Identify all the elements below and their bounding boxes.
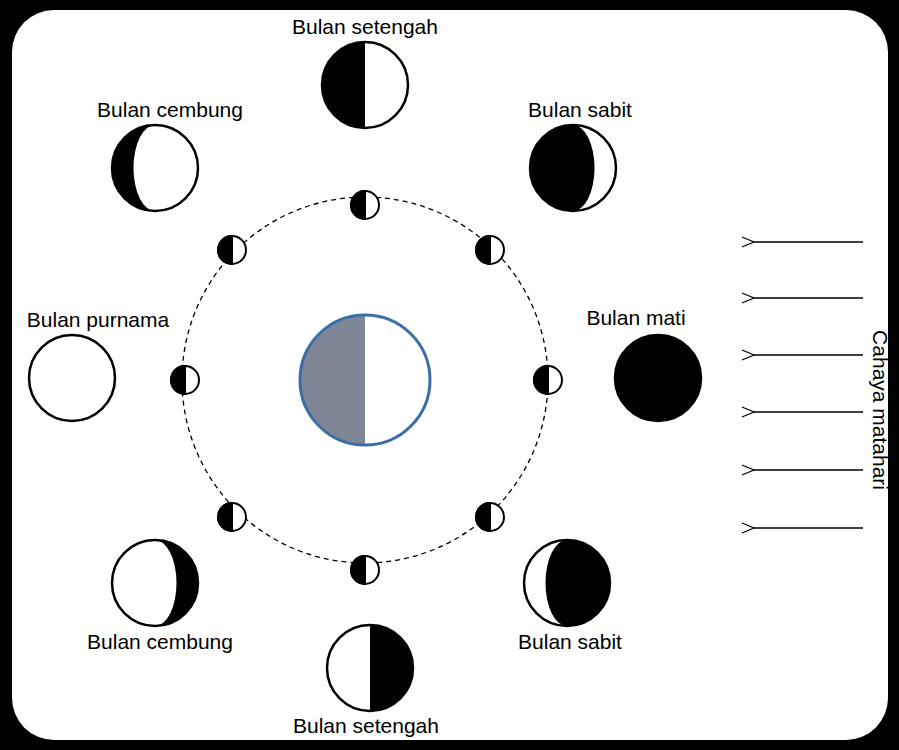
orbit-moon-shadow — [218, 503, 232, 531]
orbit-moon-shadow — [218, 236, 232, 264]
phase-label: Bulan sabit — [518, 630, 622, 654]
phase-label: Bulan purnama — [27, 308, 169, 332]
orbit-moon — [476, 236, 504, 264]
phase-label: Bulan cembung — [97, 98, 243, 122]
phase-label: Bulan setengah — [293, 714, 439, 738]
orbit-moon — [351, 556, 379, 584]
orbit-moon — [218, 503, 246, 531]
orbit-moon-shadow — [351, 556, 365, 584]
orbit-moon — [534, 366, 562, 394]
orbit-moon — [171, 366, 199, 394]
orbit-moon-shadow — [171, 366, 185, 394]
orbit-moon — [476, 503, 504, 531]
orbit-moon-shadow — [476, 503, 490, 531]
phase-label: Bulan setengah — [292, 15, 438, 39]
phase-label: Bulan sabit — [528, 98, 632, 122]
orbit-moon-shadow — [476, 236, 490, 264]
orbit-moon — [351, 191, 379, 219]
orbit-moon-shadow — [534, 366, 548, 394]
phase-label: Bulan mati — [586, 306, 685, 330]
phase-label: Bulan cembung — [87, 630, 233, 654]
orbit-moon — [218, 236, 246, 264]
sunlight-label: Cahaya matahari — [868, 330, 892, 490]
orbit-moon-shadow — [351, 191, 365, 219]
